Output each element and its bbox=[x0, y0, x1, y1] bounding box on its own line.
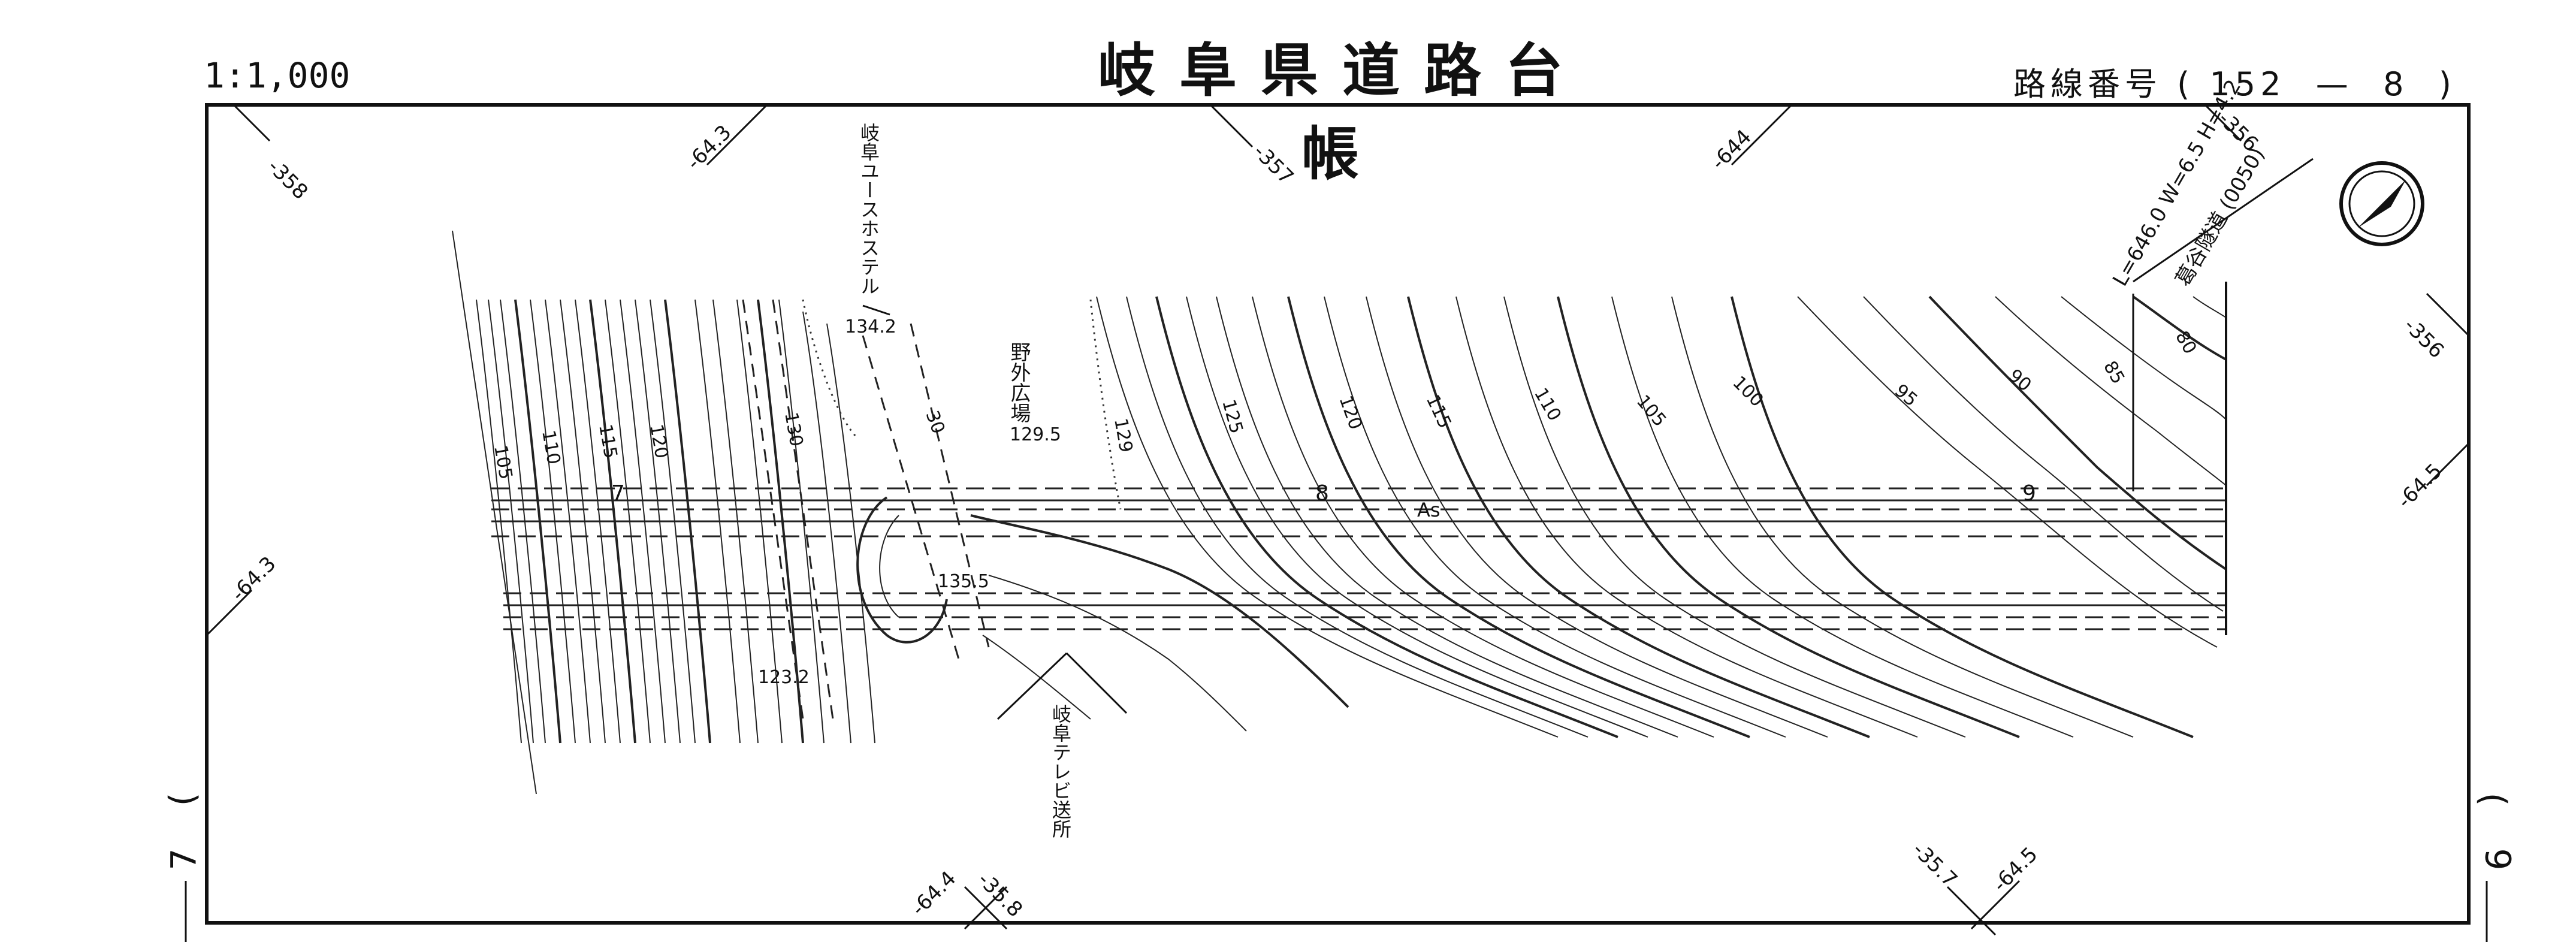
route-number: 路線番号 ( 152 — 8 ) bbox=[2013, 65, 2456, 103]
north-arrow-icon bbox=[2339, 161, 2424, 246]
svg-text:120: 120 bbox=[1334, 393, 1366, 433]
svg-text:105: 105 bbox=[490, 443, 516, 481]
svg-text:130: 130 bbox=[780, 410, 807, 448]
svg-text:-644: -644 bbox=[1707, 125, 1756, 175]
dotted-boundaries bbox=[802, 299, 1122, 510]
svg-text:129: 129 bbox=[1110, 416, 1136, 454]
svg-text:9: 9 bbox=[2022, 481, 2036, 506]
spot-heights: 134.2 129.5 135.5 123.2 bbox=[758, 316, 1061, 688]
svg-text:115: 115 bbox=[1422, 392, 1455, 432]
svg-text:125: 125 bbox=[1218, 397, 1247, 436]
hostel-label: 岐阜ユースホステル bbox=[857, 123, 880, 295]
scale-label: 1:1,000 bbox=[204, 55, 351, 96]
svg-text:134.2: 134.2 bbox=[845, 316, 896, 337]
svg-text:100: 100 bbox=[1728, 372, 1767, 411]
svg-text:-358: -358 bbox=[263, 155, 313, 204]
svg-text:95: 95 bbox=[1891, 380, 1922, 410]
svg-text:-64.3: -64.3 bbox=[227, 552, 280, 606]
svg-text:80: 80 bbox=[2171, 328, 2200, 358]
svg-text:-35.8: -35.8 bbox=[973, 868, 1027, 922]
svg-text:-35.7: -35.7 bbox=[1908, 838, 1962, 892]
svg-text:129.5: 129.5 bbox=[1010, 424, 1061, 445]
svg-text:120: 120 bbox=[645, 422, 672, 460]
svg-text:135.5: 135.5 bbox=[938, 571, 989, 592]
svg-text:-357: -357 bbox=[1249, 140, 1298, 189]
svg-text:115: 115 bbox=[594, 422, 621, 460]
page-title: 岐阜県道路台帳 bbox=[1098, 37, 1587, 188]
svg-text:-64.5: -64.5 bbox=[2393, 459, 2447, 513]
svg-text:105: 105 bbox=[1632, 391, 1671, 431]
svg-text:7: 7 bbox=[611, 481, 625, 506]
contours-right bbox=[1096, 295, 2227, 738]
contours-left bbox=[452, 230, 875, 795]
stations: 7 8 9 As bbox=[611, 481, 2036, 521]
coordinate-labels: -358 -64.3 -357 -644 -356 -356 -64.5 -64… bbox=[227, 107, 2448, 922]
svg-text:As: As bbox=[1417, 499, 1440, 521]
svg-text:-356: -356 bbox=[2399, 313, 2449, 363]
main-road bbox=[491, 487, 2226, 630]
svg-text:-64.4: -64.4 bbox=[907, 866, 961, 920]
tunnel-info: L=646.0 W=6.5 H=4.2 葛谷隧道 (0050) bbox=[2108, 76, 2270, 290]
svg-text:123.2: 123.2 bbox=[758, 667, 810, 688]
svg-text:90: 90 bbox=[2004, 365, 2036, 395]
svg-text:L=646.0 W=6.5 H=4.2: L=646.0 W=6.5 H=4.2 bbox=[2108, 76, 2246, 290]
tv-station-label: 岐阜テレビ送所 bbox=[1049, 704, 1072, 838]
map-frame bbox=[205, 103, 2471, 925]
svg-text:85: 85 bbox=[2099, 358, 2128, 388]
coordinate-ticks bbox=[206, 104, 2470, 936]
svg-text:-64.5: -64.5 bbox=[1988, 843, 2042, 896]
outdoor-plaza-label: 野外広場 bbox=[1007, 342, 1031, 423]
contours-hill bbox=[856, 496, 1349, 732]
svg-text:30: 30 bbox=[921, 408, 949, 437]
svg-text:8: 8 bbox=[1315, 481, 1329, 506]
svg-text:-64.3: -64.3 bbox=[682, 120, 736, 174]
contour-labels-right: 125 120 115 110 105 100 95 90 85 80 bbox=[1218, 328, 2200, 436]
